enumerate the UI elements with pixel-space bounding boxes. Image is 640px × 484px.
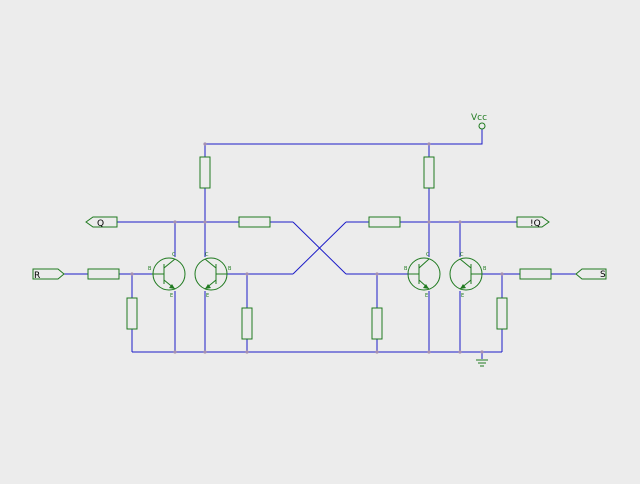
junction-dot: [203, 350, 207, 354]
vcc-label: Vcc: [471, 113, 487, 123]
vcc-terminal-icon[interactable]: Vcc: [471, 113, 487, 130]
junction-dot: [480, 350, 484, 354]
junction-dot: [375, 350, 379, 354]
resistor-icon-pulldown-4[interactable]: [496, 297, 508, 330]
port-q-not-label: !Q: [530, 219, 541, 229]
junction-dot: [203, 220, 207, 224]
t3-pin-c: C: [426, 252, 430, 258]
t4-pin-c: C: [460, 252, 464, 258]
junction-dot: [203, 142, 207, 146]
npn-transistor-icon-t1[interactable]: C B E: [148, 252, 186, 299]
vcc-rail-wire: [204, 129, 483, 157]
junction-dot: [427, 220, 431, 224]
resistor-icon-feedback-right[interactable]: [368, 216, 401, 228]
junction-dot: [245, 272, 249, 276]
junction-dot: [427, 142, 431, 146]
resistor-icon-input-r[interactable]: [87, 268, 120, 280]
port-q[interactable]: Q: [85, 216, 118, 229]
junction-dot: [427, 350, 431, 354]
resistor-icon-pulldown-3[interactable]: [371, 307, 383, 340]
junction-dot: [173, 350, 177, 354]
junction-dot: [458, 350, 462, 354]
t2-pin-c: C: [205, 252, 209, 258]
npn-transistor-icon-t3[interactable]: C B E: [404, 252, 441, 299]
t4-pin-b: B: [483, 266, 487, 272]
junction-dot: [245, 350, 249, 354]
t2-pin-e: E: [206, 293, 209, 299]
t4-pin-e: E: [461, 293, 464, 299]
resistor-icon-feedback-left[interactable]: [238, 216, 271, 228]
junction-dot: [458, 220, 462, 224]
resistors: [87, 156, 552, 340]
t3-pin-b: B: [404, 266, 408, 272]
resistor-icon-collector-left[interactable]: [199, 156, 211, 189]
resistor-icon-pulldown-1[interactable]: [126, 297, 138, 330]
resistor-icon-input-s[interactable]: [519, 268, 552, 280]
ground-icon[interactable]: [476, 359, 488, 367]
t2-pin-b: B: [228, 266, 232, 272]
resistor-icon-collector-right[interactable]: [423, 156, 435, 189]
junction-dot: [500, 272, 504, 276]
t1-pin-c: C: [172, 252, 176, 258]
wires: [64, 129, 576, 359]
resistor-icon-pulldown-2[interactable]: [241, 307, 253, 340]
junction-dot: [375, 272, 379, 276]
junction-dot: [130, 272, 134, 276]
junction-dot: [173, 220, 177, 224]
cross-wire-b: [292, 221, 347, 275]
port-s-label: S: [600, 270, 606, 280]
t1-pin-e: E: [170, 293, 173, 299]
port-r[interactable]: R: [32, 268, 65, 281]
t1-pin-b: B: [148, 266, 152, 272]
port-q-label: Q: [97, 219, 104, 229]
port-s[interactable]: S: [575, 268, 607, 280]
port-r-label: R: [34, 271, 40, 281]
npn-transistor-icon-t2[interactable]: C B E: [194, 252, 232, 299]
port-q-not[interactable]: !Q: [516, 216, 550, 229]
junction-dots: [130, 142, 504, 354]
t3-pin-e: E: [425, 293, 428, 299]
npn-transistor-icon-t4[interactable]: C B E: [449, 252, 487, 299]
